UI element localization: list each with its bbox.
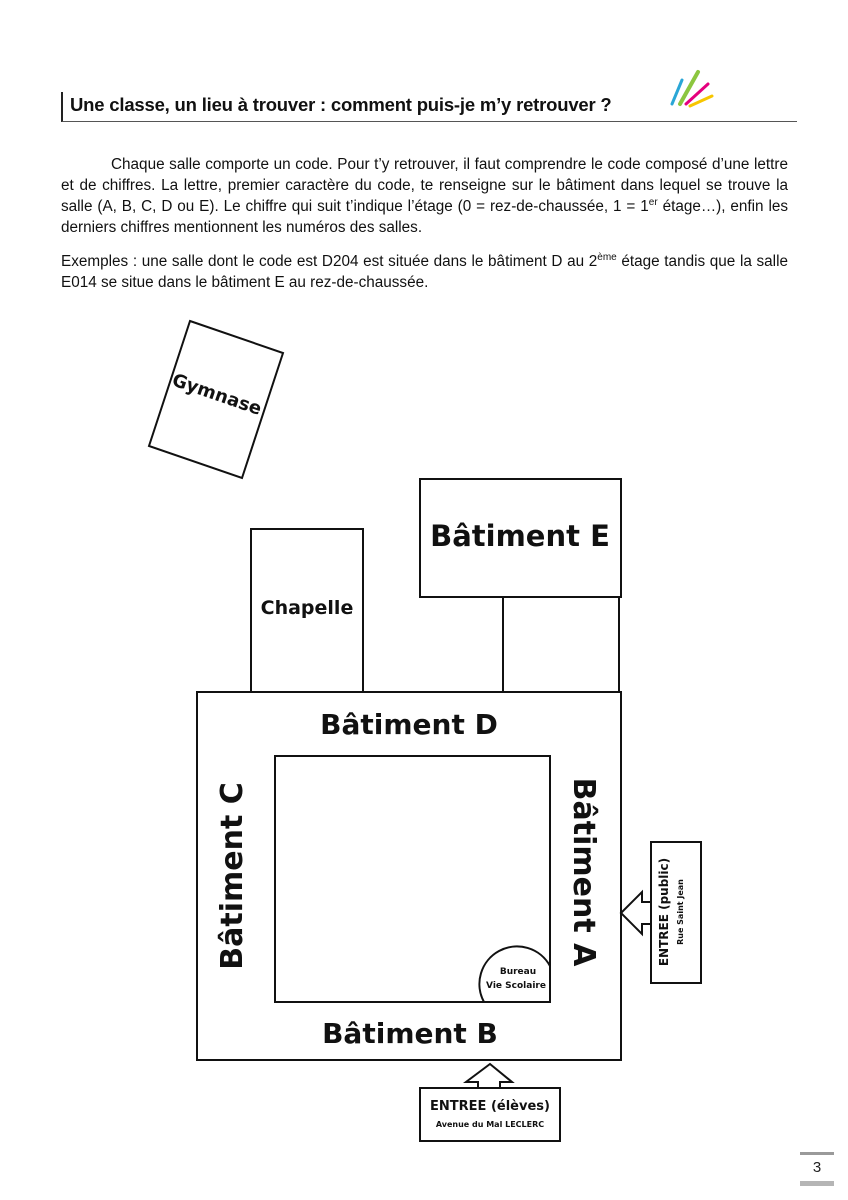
entree-eleves-box bbox=[419, 1087, 561, 1142]
entree-eleves-arrow-icon bbox=[463, 1062, 515, 1089]
batiment-a-label: Bâtiment A bbox=[566, 778, 601, 967]
bureau-label-line2: Vie Scolaire bbox=[486, 981, 546, 991]
gymnase-building bbox=[147, 319, 285, 480]
batiment-c-label: Bâtiment C bbox=[215, 782, 250, 970]
intro-paragraph: Chaque salle comporte un code. Pour t’y … bbox=[61, 156, 788, 236]
bureau-vie-scolaire-arc bbox=[478, 945, 551, 1003]
campus-map: Gymnase Chapelle Bâtiment E Bâtiment D B… bbox=[147, 319, 702, 1142]
gymnase-label: Gymnase bbox=[169, 370, 264, 420]
page-number: 3 bbox=[800, 1152, 834, 1186]
chapelle-label: Chapelle bbox=[261, 597, 354, 619]
heading-title: Une classe, un lieu à trouver : comment … bbox=[70, 94, 612, 115]
courtyard bbox=[274, 755, 551, 1003]
entree-eleves-street: Avenue du Mal LECLERC bbox=[436, 1120, 544, 1129]
entree-public-box bbox=[650, 841, 702, 984]
entree-public-arrow-icon bbox=[619, 889, 652, 937]
entree-public-label: ENTREE (public) bbox=[657, 858, 671, 966]
entree-eleves-label: ENTREE (élèves) bbox=[430, 1099, 550, 1114]
entree-public-street: Rue Saint Jean bbox=[676, 879, 685, 945]
batiment-b-label: Bâtiment B bbox=[322, 1017, 498, 1050]
section-heading: Une classe, un lieu à trouver : comment … bbox=[61, 92, 797, 122]
examples-paragraph: Exemples : une salle dont le code est D2… bbox=[61, 251, 788, 291]
batiment-e-label: Bâtiment E bbox=[430, 519, 610, 553]
brush-logo-icon bbox=[670, 70, 714, 108]
main-building-outline bbox=[196, 691, 622, 1061]
batiment-d-label: Bâtiment D bbox=[320, 708, 498, 741]
bureau-label-line1: Bureau bbox=[500, 967, 536, 977]
batiment-e-building bbox=[419, 478, 622, 598]
